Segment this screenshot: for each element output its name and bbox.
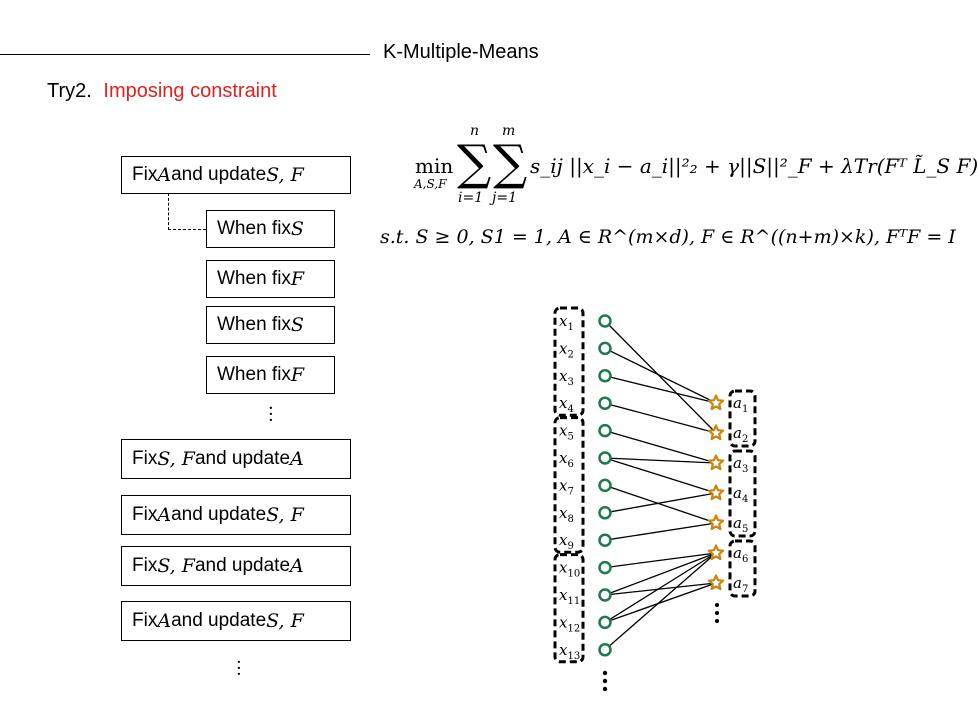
anchor-ellipsis-dot-2 [715,611,719,615]
edge-x9-a5 [604,522,717,541]
anchor-label-a3: a3 [733,454,748,475]
anchor-node-a3 [707,454,725,471]
sample-label-x13: x13 [559,641,580,662]
anchor-group-box-3 [728,539,757,598]
anchor-group-box-2 [728,449,757,538]
edge-x5-a3 [604,429,717,464]
sample-group-box-3 [553,553,585,664]
sample-label-x2: x2 [559,339,574,360]
subtitle-prefix: Try2. [47,80,92,102]
step-when-fix-s-2: When fix S [206,306,335,344]
formula-sum1-symbol: ∑ [457,135,492,191]
sample-node-x6 [598,451,612,465]
sample-label-x7: x7 [559,476,574,497]
sample-node-x5 [598,423,612,438]
anchor-label-a2: a2 [733,424,748,445]
subtitle-highlight: Imposing constraint [103,80,277,102]
anchor-label-a4: a4 [733,484,748,505]
anchor-label-a7: a7 [733,574,748,595]
anchor-node-a5 [707,514,725,531]
sample-group-box-1 [553,306,585,417]
formula-min: min [415,154,454,178]
formula-constraints: s.t. S ≥ 0, S1 = 1, A ∈ R^(m×d), F ∈ R^(… [380,226,956,248]
ellipsis-outer: ··· [236,652,242,685]
dashed-connector [168,193,206,230]
sample-node-x7 [598,478,612,493]
sample-label-x1: x1 [559,312,574,333]
sample-label-x4: x4 [559,394,574,415]
anchor-group-box-1 [728,389,757,448]
sample-node-x11 [598,588,612,602]
sample-ellipsis-dot-3 [602,686,608,692]
sample-label-x8: x8 [559,504,574,525]
edge-x10-a6 [604,552,717,569]
slide-subtitle: Try2. Imposing constraint [47,80,277,103]
edge-x2-a1 [604,347,717,404]
step-when-fix-f-1: When fix F [206,260,335,298]
sample-label-x11: x11 [559,586,580,607]
anchor-node-a6 [707,544,725,561]
anchor-node-a2 [707,424,725,441]
sample-node-x3 [598,369,612,383]
sample-node-x1 [598,314,612,328]
edge-x8-a4 [604,492,717,514]
sample-node-x10 [598,560,612,575]
sample-ellipsis-dot-2 [602,678,608,684]
step-fix-a-update-sf-3: Fix A and update S, F [121,601,351,641]
step-when-fix-f-2: When fix F [206,356,335,394]
sample-node-x8 [598,506,612,520]
step-fix-a-update-sf-1: Fix A and update S, F [121,156,351,194]
sample-node-x13 [598,643,612,657]
sample-node-x9 [598,533,612,547]
formula-sum2-top: m [502,123,516,139]
sample-label-x6: x6 [559,449,574,470]
sample-label-x5: x5 [559,422,574,443]
ellipsis-inner: ··· [268,398,274,431]
edge-x7-a5 [604,484,717,524]
sample-ellipsis-dot-1 [602,670,608,676]
edge-x13-a6 [604,552,717,651]
edge-x6-a3 [604,457,717,464]
formula-sum1-top: n [470,123,480,139]
sample-label-x12: x12 [559,613,580,634]
sample-node-x4 [598,396,612,410]
formula-objective: s_ij ||x_i − a_i||²₂ + γ||S||²_F + λTr(F… [530,154,978,178]
edge-x11-a7 [604,582,717,596]
edge-x3-a1 [604,375,717,404]
anchor-ellipsis-dot-1 [715,603,719,607]
step-fix-a-update-sf-2: Fix A and update S, F [121,495,351,535]
formula-sum1-bottom: i=1 [458,190,484,206]
edge-x12-a7 [604,582,717,624]
step-fix-sf-update-a-1: Fix S, F and update A [121,439,351,479]
sample-node-x2 [598,341,612,356]
anchor-node-a7 [707,574,725,591]
slide-title: K-Multiple-Means [383,41,539,63]
anchor-node-a1 [707,394,725,411]
anchor-label-a1: a1 [733,394,748,415]
edge-x1-a2 [604,320,717,434]
edge-x4-a2 [604,402,717,434]
sample-node-x12 [598,615,612,630]
sample-label-x3: x3 [559,367,574,388]
anchor-label-a6: a6 [733,544,748,565]
edge-x6-a4 [604,457,717,494]
edge-x11-a6 [604,552,717,596]
sample-label-x9: x9 [559,531,574,552]
sample-label-x10: x10 [559,559,580,580]
formula-min-sub: A,S,F [414,177,447,191]
anchor-label-a5: a5 [733,514,748,535]
edge-x12-a6 [604,552,717,623]
anchor-node-a4 [707,484,725,501]
formula-sum2-symbol: ∑ [493,135,528,191]
anchor-ellipsis-dot-3 [715,619,719,623]
formula-sum2-bottom: j=1 [492,190,517,206]
step-when-fix-s-1: When fix S [206,210,335,248]
sample-group-box-2 [553,416,585,554]
step-fix-sf-update-a-2: Fix S, F and update A [121,546,351,586]
title-rule [0,54,370,55]
